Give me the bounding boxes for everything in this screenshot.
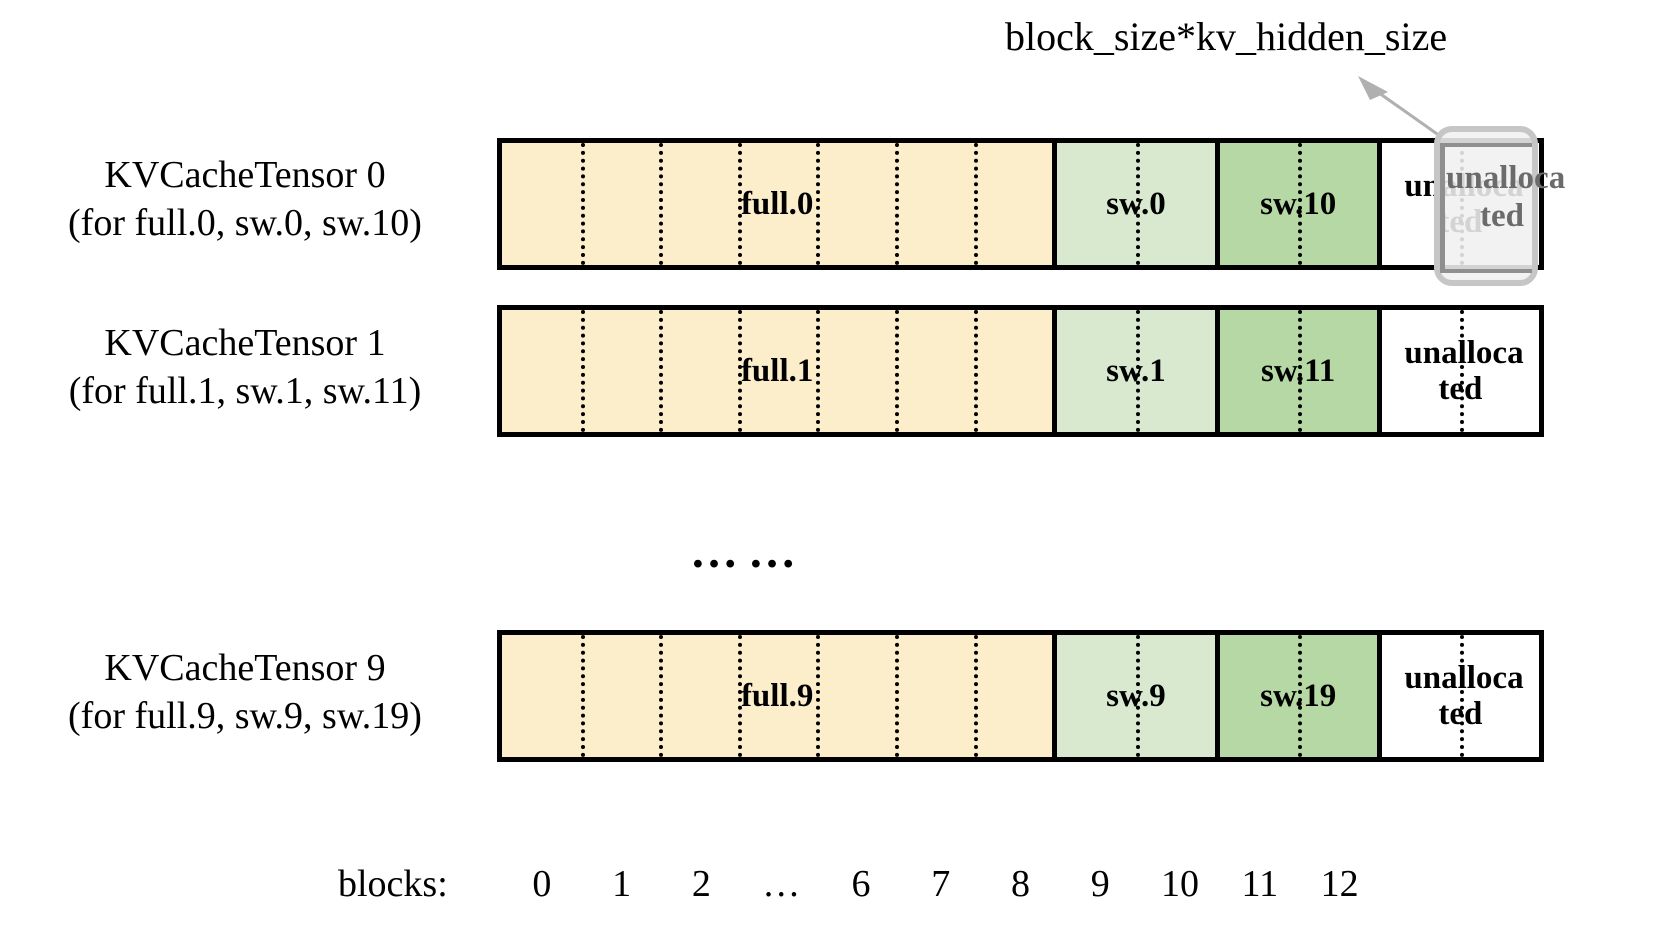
blocks-axis-caption: blocks: [338, 863, 448, 905]
block-divider [1135, 310, 1140, 432]
kvcache-tensor-bar-0: full.0sw.0sw.10unallocated [497, 138, 1544, 270]
blocks-axis-tick-8: 8 [1011, 863, 1030, 905]
block-divider [659, 310, 664, 432]
row-label-sub-0: (for full.0, sw.0, sw.10) [68, 201, 422, 244]
bar-cell-label: sw.10 [1260, 185, 1337, 222]
block-divider [1298, 143, 1303, 265]
block-divider [580, 635, 585, 757]
bar-cell-full-0[interactable]: full.0 [502, 143, 1058, 265]
bar-cell-label: sw.9 [1106, 677, 1166, 714]
bar-cell-label: sw.19 [1260, 677, 1337, 714]
block-divider [816, 310, 821, 432]
bar-cell-sw-19[interactable]: sw.19 [1219, 635, 1382, 757]
block-divider [1135, 635, 1140, 757]
block-divider [659, 635, 664, 757]
bar-cell-sw-1[interactable]: sw.1 [1057, 310, 1220, 432]
bar-cell-label: sw.0 [1106, 185, 1166, 222]
block-divider [973, 143, 978, 265]
bar-cell-full-1[interactable]: full.1 [502, 310, 1058, 432]
row-label-title-1: KVCacheTensor 1 [104, 322, 386, 364]
blocks-axis-tick-10: 10 [1161, 863, 1200, 905]
block-divider [659, 143, 664, 265]
blocks-axis-tick-2: 2 [691, 863, 711, 905]
row-label-sub-2: (for full.9, sw.9, sw.19) [68, 694, 422, 737]
block-divider [895, 635, 900, 757]
bar-cell-label: full.0 [740, 185, 814, 222]
blocks-axis-tick-…: … [762, 863, 801, 905]
block-divider [1460, 310, 1465, 432]
block-divider [737, 310, 742, 432]
block-divider [1298, 635, 1303, 757]
blocks-axis-tick-9: 9 [1090, 863, 1110, 905]
bar-cell-sw-11[interactable]: sw.11 [1219, 310, 1382, 432]
bar-cell-sw-0[interactable]: sw.0 [1057, 143, 1220, 265]
block-divider [895, 310, 900, 432]
block-divider [1135, 143, 1140, 265]
row-label-0: KVCacheTensor 0 (for full.0, sw.0, sw.10) [10, 152, 480, 248]
blocks-axis-tick-6: 6 [851, 863, 871, 905]
highlight-block-11-box[interactable] [1434, 126, 1538, 286]
block-divider [1298, 310, 1303, 432]
row-label-title-0: KVCacheTensor 0 [104, 154, 386, 196]
block-divider [580, 310, 585, 432]
blocks-axis-tick-11: 11 [1241, 863, 1279, 905]
bar-cell-sw-10[interactable]: sw.10 [1219, 143, 1382, 265]
row-label-title-2: KVCacheTensor 9 [104, 647, 386, 689]
rows-ellipsis: …… [690, 525, 806, 578]
bar-cell-sw-9[interactable]: sw.9 [1057, 635, 1220, 757]
bar-cell-label: full.1 [740, 352, 814, 389]
blocks-axis-tick-12: 12 [1320, 863, 1359, 905]
block-divider [737, 635, 742, 757]
bar-cell-label: full.9 [740, 677, 814, 714]
block-divider [737, 143, 742, 265]
blocks-axis-tick-7: 7 [931, 863, 951, 905]
row-label-1: KVCacheTensor 1 (for full.1, sw.1, sw.11) [10, 320, 480, 416]
block-divider [816, 143, 821, 265]
blocks-axis-tick-0: 0 [532, 863, 552, 905]
bar-cell-full-9[interactable]: full.9 [502, 635, 1058, 757]
block-divider [973, 310, 978, 432]
block-divider [580, 143, 585, 265]
block-divider [816, 635, 821, 757]
bar-cell-label: sw.11 [1261, 352, 1336, 389]
row-label-sub-1: (for full.1, sw.1, sw.11) [68, 369, 422, 412]
block-divider [973, 635, 978, 757]
bar-cell-label: sw.1 [1106, 352, 1166, 389]
block-divider [895, 143, 900, 265]
annotation-label-block-size: block_size*kv_hidden_size [1005, 14, 1448, 59]
block-divider [1460, 635, 1465, 757]
blocks-axis-tick-1: 1 [612, 863, 632, 905]
row-label-2: KVCacheTensor 9 (for full.9, sw.9, sw.19) [10, 645, 480, 741]
